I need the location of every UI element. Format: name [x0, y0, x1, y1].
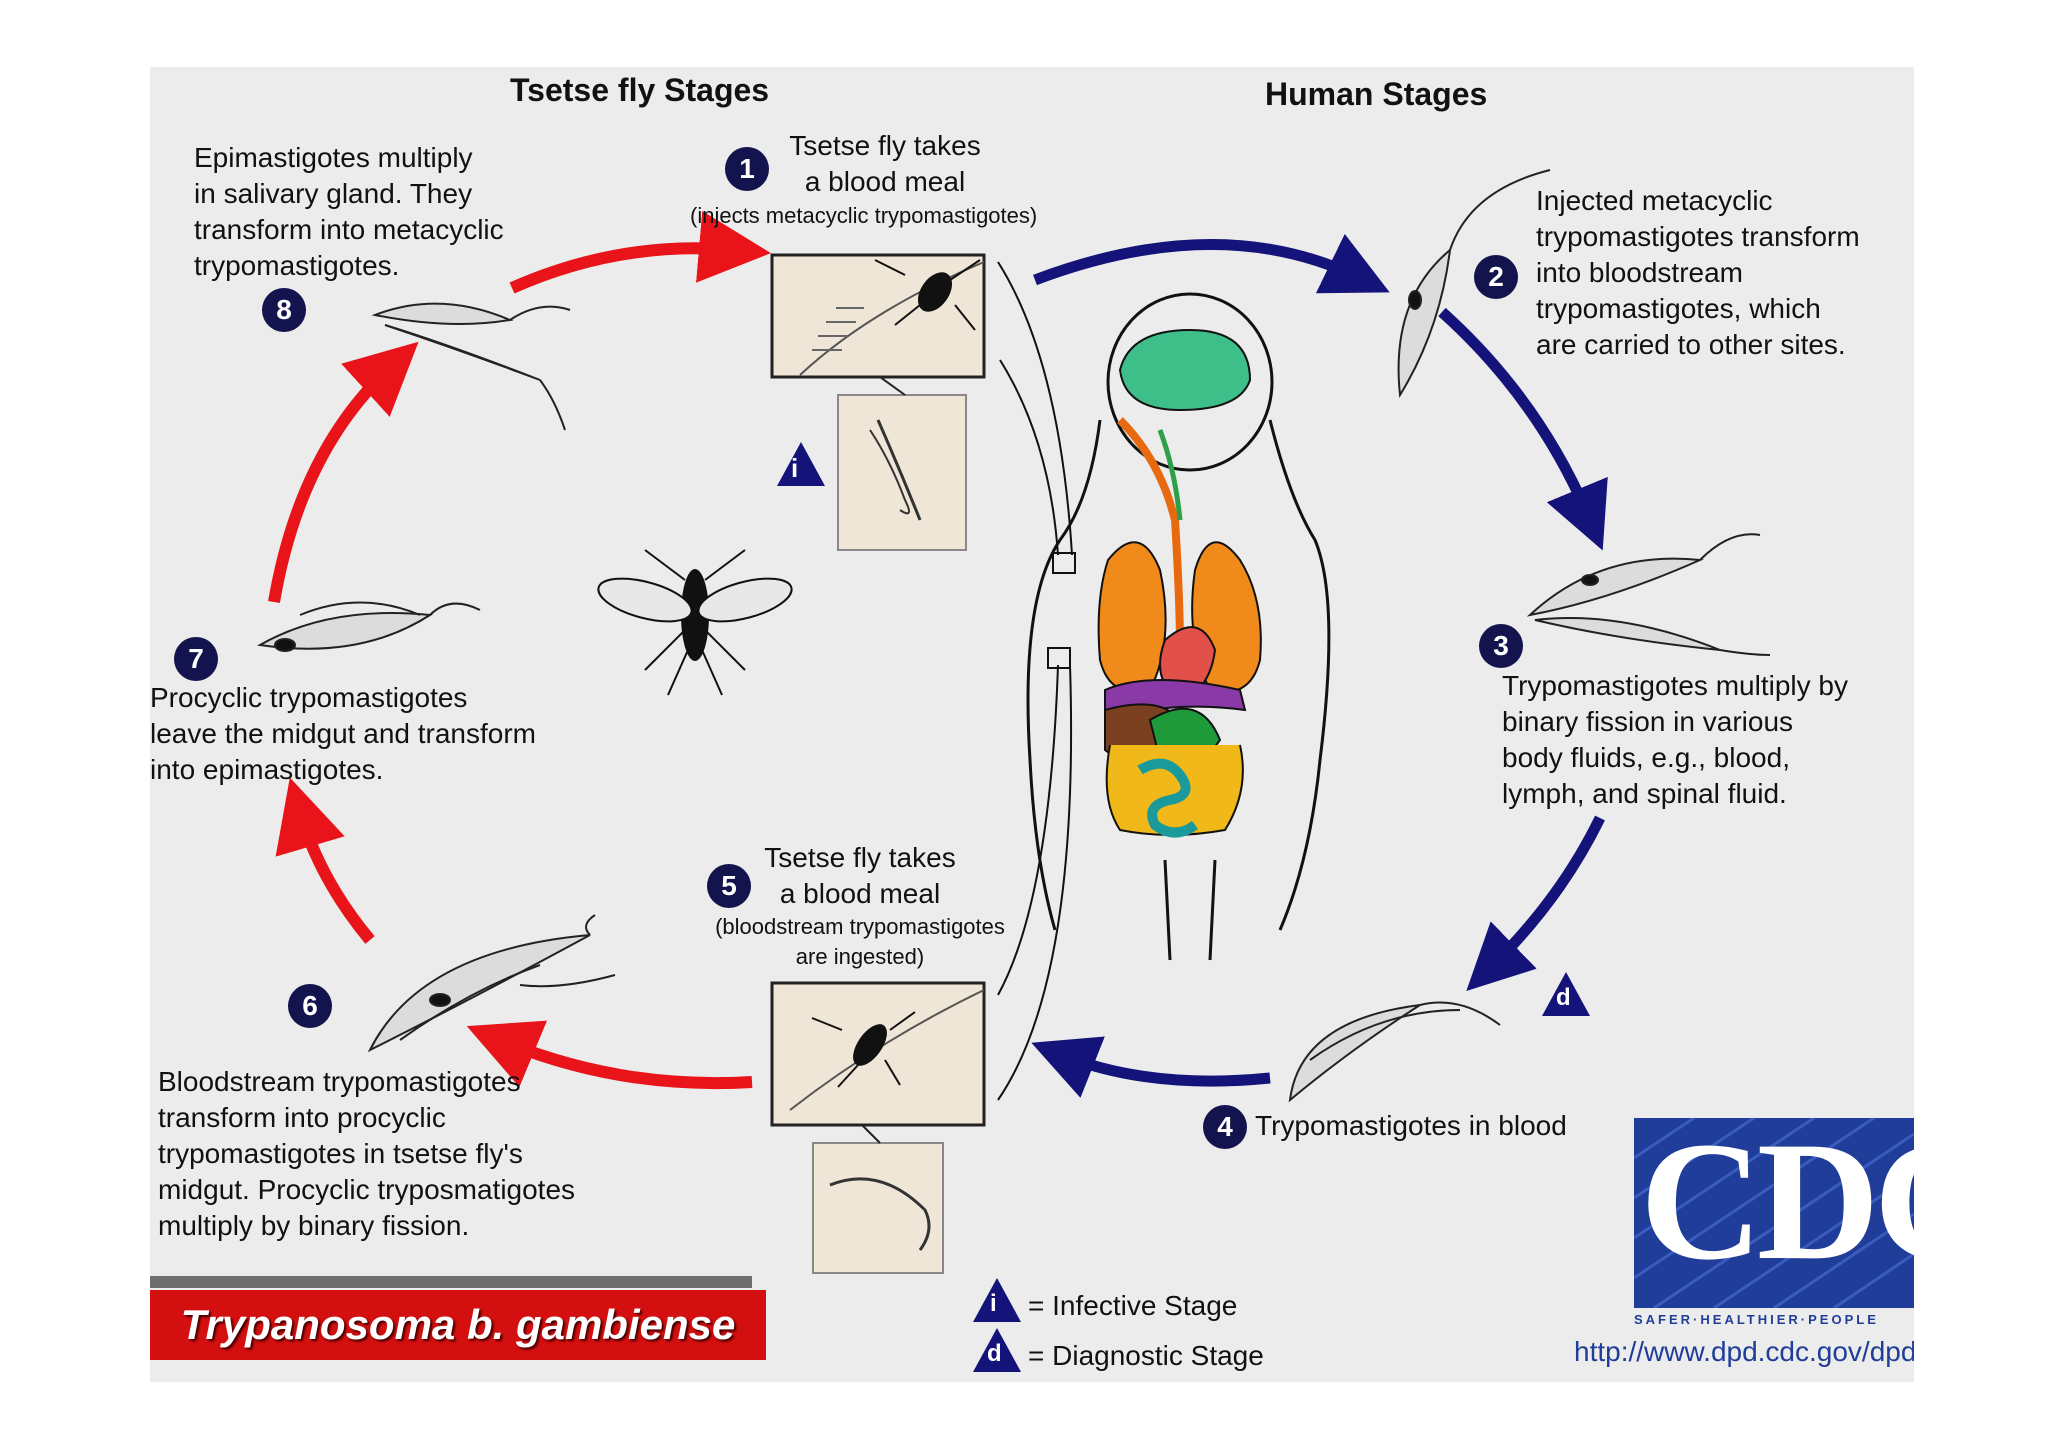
arrow-4-to-5 — [1031, 1036, 1271, 1098]
diagnostic-marker-letter: d — [1556, 984, 1571, 1011]
parasite-2 — [1397, 169, 1551, 399]
inset-fly-bite-1 — [770, 253, 986, 379]
step-1-note: (injects metacyclic trypomastigotes) — [690, 203, 1038, 228]
arrow-1-to-2 — [1033, 233, 1390, 294]
step-5-note: (bloodstream trypomastigotes are ingeste… — [715, 914, 1005, 969]
step-3-text: Trypomastigotes multiply by binary fissi… — [1502, 670, 1848, 809]
cdc-logo-word: CDC — [1640, 1118, 1914, 1295]
arrow-2-to-3 — [1438, 307, 1608, 551]
step-5-text: Tsetse fly takes a blood meal — [764, 842, 956, 909]
legend-infective-letter: i — [990, 1290, 997, 1317]
step-8-text: Epimastigotes multiply in salivary gland… — [194, 142, 504, 281]
cdc-tagline: SAFER·HEALTHIER·PEOPLE — [1634, 1312, 1879, 1327]
species-title: Trypanosoma b. gambiense — [150, 1290, 766, 1360]
step-8-badge: 8 — [262, 288, 306, 332]
arrow-8-to-1 — [509, 211, 771, 294]
step-2-badge: 2 — [1474, 255, 1518, 299]
step-2-text: Injected metacyclic trypomastigotes tran… — [1536, 185, 1860, 360]
arrow-6-to-7 — [275, 777, 375, 944]
arrow-5-to-6 — [466, 1020, 753, 1090]
parasite-7 — [256, 601, 481, 652]
step-3-badge: 3 — [1479, 624, 1523, 668]
parasite-3 — [1526, 533, 1771, 656]
inset-bloodstream — [812, 1124, 944, 1274]
header-human-stages: Human Stages — [1265, 76, 1488, 112]
infective-marker-letter: i — [791, 453, 799, 483]
cdc-logo-stripes — [1634, 1118, 1914, 1308]
step-4-badge: 4 — [1203, 1105, 1247, 1149]
parasite-8 — [371, 302, 571, 431]
header-tsetse-stages: Tsetse fly Stages — [510, 72, 770, 108]
step-4-text: Trypomastigotes in blood — [1255, 1110, 1567, 1141]
title-divider — [150, 1276, 752, 1288]
parasite-6 — [367, 914, 616, 1053]
inset-fly-bite-5 — [770, 981, 986, 1127]
step-7-badge: 7 — [174, 637, 218, 681]
arrow-7-to-8 — [268, 341, 419, 604]
inset-metacyclic — [837, 376, 967, 551]
tsetse-fly — [597, 549, 793, 696]
step-6-text: Bloodstream trypomastigotes transform in… — [158, 1066, 576, 1241]
arrow-3-to-4 — [1466, 815, 1605, 991]
step-7-text: Procyclic trypomastigotes leave the midg… — [150, 682, 536, 785]
human-figure — [1026, 292, 1331, 961]
parasite-4 — [1288, 1001, 1501, 1103]
diagram-panel — [150, 67, 1914, 1382]
cdc-url-link[interactable]: http://www.dpd.cdc.gov/dpdx — [1574, 1336, 1914, 1367]
legend-diagnostic-letter: d — [987, 1340, 1002, 1367]
legend-infective-label: = Infective Stage — [1028, 1290, 1238, 1321]
legend-diagnostic-label: = Diagnostic Stage — [1028, 1340, 1264, 1371]
step-1-text: Tsetse fly takes a blood meal — [789, 130, 981, 197]
step-1-badge: 1 — [725, 147, 769, 191]
step-5-badge: 5 — [707, 864, 751, 908]
step-6-badge: 6 — [288, 984, 332, 1028]
cdc-logo: CDC — [1634, 1118, 1914, 1308]
